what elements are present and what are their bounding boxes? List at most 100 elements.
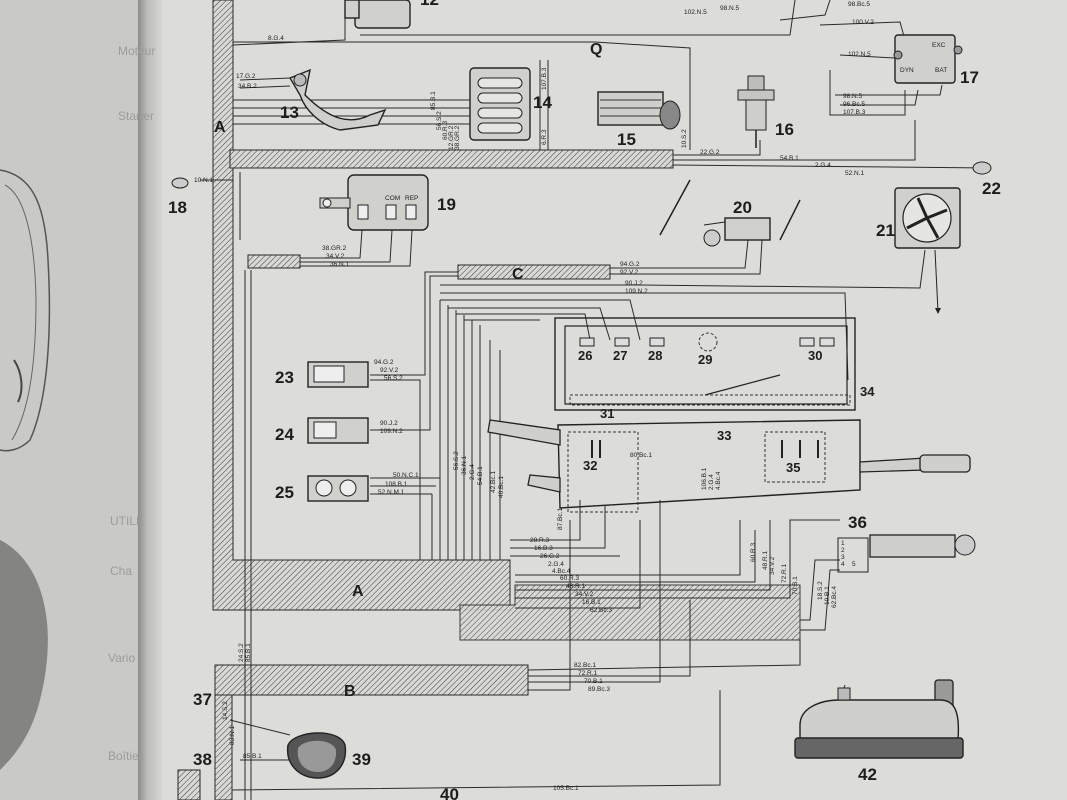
label-40: 40 — [440, 785, 459, 800]
component-numbers: 12 13 14 15 16 17 18 19 20 21 22 23 24 2… — [168, 0, 1001, 800]
component-19-relay: COM REP — [319, 174, 429, 231]
wire-label: 92.V.2 — [620, 269, 639, 276]
wire-label: 56.S.2 — [436, 111, 443, 130]
label-27: 27 — [613, 348, 627, 363]
pin-label: 5 — [852, 561, 856, 568]
label-29: 29 — [698, 352, 712, 367]
harness-label-q: Q — [590, 41, 602, 58]
wire-label: 90.J.2 — [625, 280, 643, 287]
wire-label: 6.R.3 — [541, 129, 548, 145]
wire-label: 102.N.5 — [684, 9, 707, 16]
component-12 — [344, 0, 411, 29]
wire-label: 54.B.1 — [780, 155, 799, 162]
wire-label: 62.Bc.4 — [831, 586, 838, 608]
wire-label: 52.N.M.1 — [378, 489, 405, 496]
pin-label: 1 — [841, 540, 845, 547]
label-17: 17 — [960, 68, 979, 87]
wire-label: 85.B.1 — [243, 753, 262, 760]
component-21-fan — [894, 187, 961, 314]
wire-label: 85.B.1 — [245, 643, 252, 662]
wire-label: 96.Bc.5 — [843, 101, 865, 108]
faint-text: Vario — [108, 651, 135, 665]
wire-label: 60.R.3 — [750, 542, 757, 562]
wire-label: 106.B.1 — [701, 467, 708, 490]
wire-label: 16.B.1 — [582, 599, 601, 606]
wire-label: 94.G.2 — [620, 261, 640, 268]
pin-label: 3 — [841, 554, 845, 561]
wire-label: 14.S.2 — [222, 701, 229, 720]
wire-label: 26.G.2 — [540, 553, 560, 560]
wire-label: 80.Bc.1 — [630, 452, 652, 459]
harness-label-b: B — [344, 683, 356, 700]
wire-label: 48.R.1 — [762, 550, 769, 570]
harness-label-c: C — [512, 266, 524, 283]
wire-label: 2.G.4 — [548, 561, 564, 568]
terminal-dyn: DYN — [900, 67, 914, 74]
label-20: 20 — [733, 198, 752, 217]
wire-label: 54.B.1 — [477, 466, 484, 485]
pin-label: 4 — [841, 561, 845, 568]
faint-text: Starter — [118, 109, 154, 123]
component-13-pedal — [288, 68, 387, 131]
wire-label: 83.N.1 — [229, 725, 236, 745]
faint-text: Moteur — [118, 44, 155, 58]
wire-label: 38.GR.2 — [454, 125, 461, 150]
wire-label: 60.R.3 — [442, 120, 449, 140]
label-23: 23 — [275, 368, 294, 387]
label-35: 35 — [786, 460, 800, 475]
wire-label: 36.N.1 — [461, 455, 468, 475]
label-32: 32 — [583, 458, 597, 473]
harness-letters: A A B C Q — [214, 41, 602, 700]
wire-label: 16.B.3 — [534, 545, 553, 552]
label-15: 15 — [617, 130, 636, 149]
harness-a — [212, 0, 801, 641]
label-14: 14 — [533, 93, 552, 112]
pin-label: 2 — [841, 547, 845, 554]
wire-label: 107.B.3 — [843, 109, 866, 116]
wire-label: 52.N.1 — [845, 170, 865, 177]
component-20-wiper-motor — [659, 179, 801, 247]
faint-text: Cha — [110, 564, 132, 578]
wire-label: 2.G.4 — [815, 162, 831, 169]
label-30: 30 — [808, 348, 822, 363]
label-28: 28 — [648, 348, 662, 363]
wire-label: 98.N.5 — [843, 93, 863, 100]
wire-label: 98.Bc.5 — [848, 1, 870, 8]
wire-label: 4.Bc.4 — [715, 471, 722, 490]
harness-branch — [177, 769, 201, 800]
wire-label: 108.B.1 — [385, 481, 408, 488]
wire-label: 70.B.1 — [584, 678, 603, 685]
wire-label: 38.GR.2 — [322, 245, 347, 252]
wire-label: 22.G.2 — [700, 149, 720, 156]
wire-label: 8.G.4 — [268, 35, 284, 42]
wire-label: 60.R.3 — [560, 575, 580, 582]
wire-label: 72.R.1 — [578, 670, 598, 677]
wire-label: 89.Bc.3 — [588, 686, 610, 693]
wire-label: 109.N.2 — [625, 288, 648, 295]
label-38: 38 — [193, 750, 212, 769]
wire-label: 105.Bc.1 — [553, 785, 579, 792]
wire-label: 18.S.2 — [817, 581, 824, 600]
wire-label: 10.S.2 — [681, 129, 688, 148]
wire-label: 10.N.1 — [194, 177, 214, 184]
harness-branch — [214, 694, 233, 800]
component-17-regulator: EXC DYN BAT — [893, 34, 963, 84]
wire-label: 2.G.4 — [469, 464, 476, 480]
label-25: 25 — [275, 483, 294, 502]
terminal-bat: BAT — [935, 67, 947, 74]
label-18: 18 — [168, 198, 187, 217]
steering-column-body — [487, 419, 971, 513]
wire-label: 10.B.1 — [824, 586, 831, 605]
component-14-connector — [469, 67, 531, 141]
wire-label: 34.V.2 — [326, 253, 345, 260]
wire-runs — [200, 0, 991, 800]
wire-label: 107.B.3 — [541, 67, 548, 90]
harness-label-a: A — [214, 119, 226, 136]
wire-label: 24.S.2 — [238, 643, 245, 662]
label-21: 21 — [876, 221, 895, 240]
left-page-content: Moteur Starter UTILE Cha Vario Boîtier — [0, 44, 155, 770]
component-18-lamp — [171, 177, 189, 189]
faint-text: Boîtier — [108, 749, 143, 763]
